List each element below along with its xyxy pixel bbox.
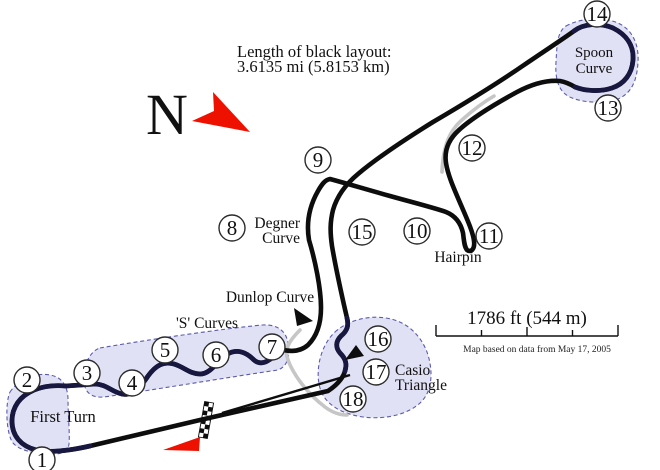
corner-marker-3: [73, 359, 101, 387]
casio-triangle-pointer-icon: [345, 345, 364, 360]
map-title-line1: Length of black layout:: [237, 42, 391, 61]
corner-label-16: 16: [368, 327, 389, 351]
map-source-caption: Map based on data from May 17, 2005: [463, 344, 611, 355]
corner-label-3: 3: [82, 361, 93, 385]
corner-marker-15: [348, 218, 376, 246]
corner-marker-11: [475, 222, 503, 250]
corner-marker-4: [118, 369, 146, 397]
spoon-curve-label-line1: Spoon: [575, 45, 614, 61]
spoon-curve-label-line2: Curve: [576, 61, 613, 77]
corner-markers: [13, 0, 622, 470]
map-title-line2: 3.6135 mi (5.8153 km): [237, 57, 390, 76]
corner-label-11: 11: [479, 224, 499, 248]
scale-bar-label: 1786 ft (544 m): [467, 308, 587, 329]
corner-marker-8: [218, 214, 246, 242]
corner-marker-12: [458, 134, 486, 162]
corner-marker-5: [151, 336, 179, 364]
corner-marker-10: [403, 217, 431, 245]
corner-label-13: 13: [598, 96, 619, 120]
casio-triangle-label-line1: Casio: [395, 362, 431, 379]
corner-marker-7: [258, 333, 286, 361]
hairpin-label: Hairpin: [434, 249, 482, 266]
corner-label-4: 4: [127, 371, 138, 395]
corner-marker-18: [339, 385, 367, 413]
alt-layout-east-link: [284, 328, 349, 417]
casio-triangle-highlight: [334, 315, 351, 374]
corner-marker-6: [202, 341, 230, 369]
corner-label-10: 10: [407, 219, 428, 243]
corner-label-7: 7: [267, 335, 278, 359]
first-turn-label: First Turn: [30, 407, 96, 426]
s-curves-label: 'S' Curves: [176, 315, 238, 332]
start-finish-line: [197, 400, 215, 440]
corner-label-9: 9: [313, 148, 324, 172]
corner-marker-17: [362, 358, 390, 386]
dunlop-curve-pointer-icon: [294, 308, 313, 326]
corner-label-17: 17: [366, 360, 387, 384]
degner-curve-label-line1: Degner: [254, 215, 300, 232]
degner-curve-label-line2: Curve: [262, 230, 300, 247]
casio-triangle-label-line2: Triangle: [395, 377, 447, 394]
corner-label-14: 14: [587, 2, 609, 26]
corner-label-15: 15: [352, 220, 373, 244]
corner-label-2: 2: [22, 368, 33, 392]
corner-marker-9: [304, 146, 332, 174]
corner-marker-2: [13, 366, 41, 394]
corner-marker-13: [594, 94, 622, 122]
corner-marker-1: [28, 446, 56, 470]
corner-label-5: 5: [160, 338, 171, 362]
corner-label-12: 12: [462, 136, 483, 160]
corner-marker-16: [364, 325, 392, 353]
scale-bar: 1786 ft (544 m) Map based on data from M…: [435, 308, 619, 355]
corner-marker-14: [583, 0, 611, 28]
north-letter: N: [146, 82, 188, 147]
corner-label-8: 8: [227, 216, 238, 240]
corner-label-18: 18: [343, 387, 364, 411]
race-direction-arrow: [163, 437, 200, 451]
corner-numbers: 1 2 3 4 5 6 7 8 9 10 11 12 13 14 15 16 1…: [22, 2, 619, 470]
pit-lane-line: [221, 373, 351, 415]
north-arrow-icon: [192, 92, 250, 132]
corner-label-6: 6: [211, 343, 222, 367]
corner-label-1: 1: [37, 448, 48, 470]
dunlop-curve-label: Dunlop Curve: [226, 289, 314, 306]
